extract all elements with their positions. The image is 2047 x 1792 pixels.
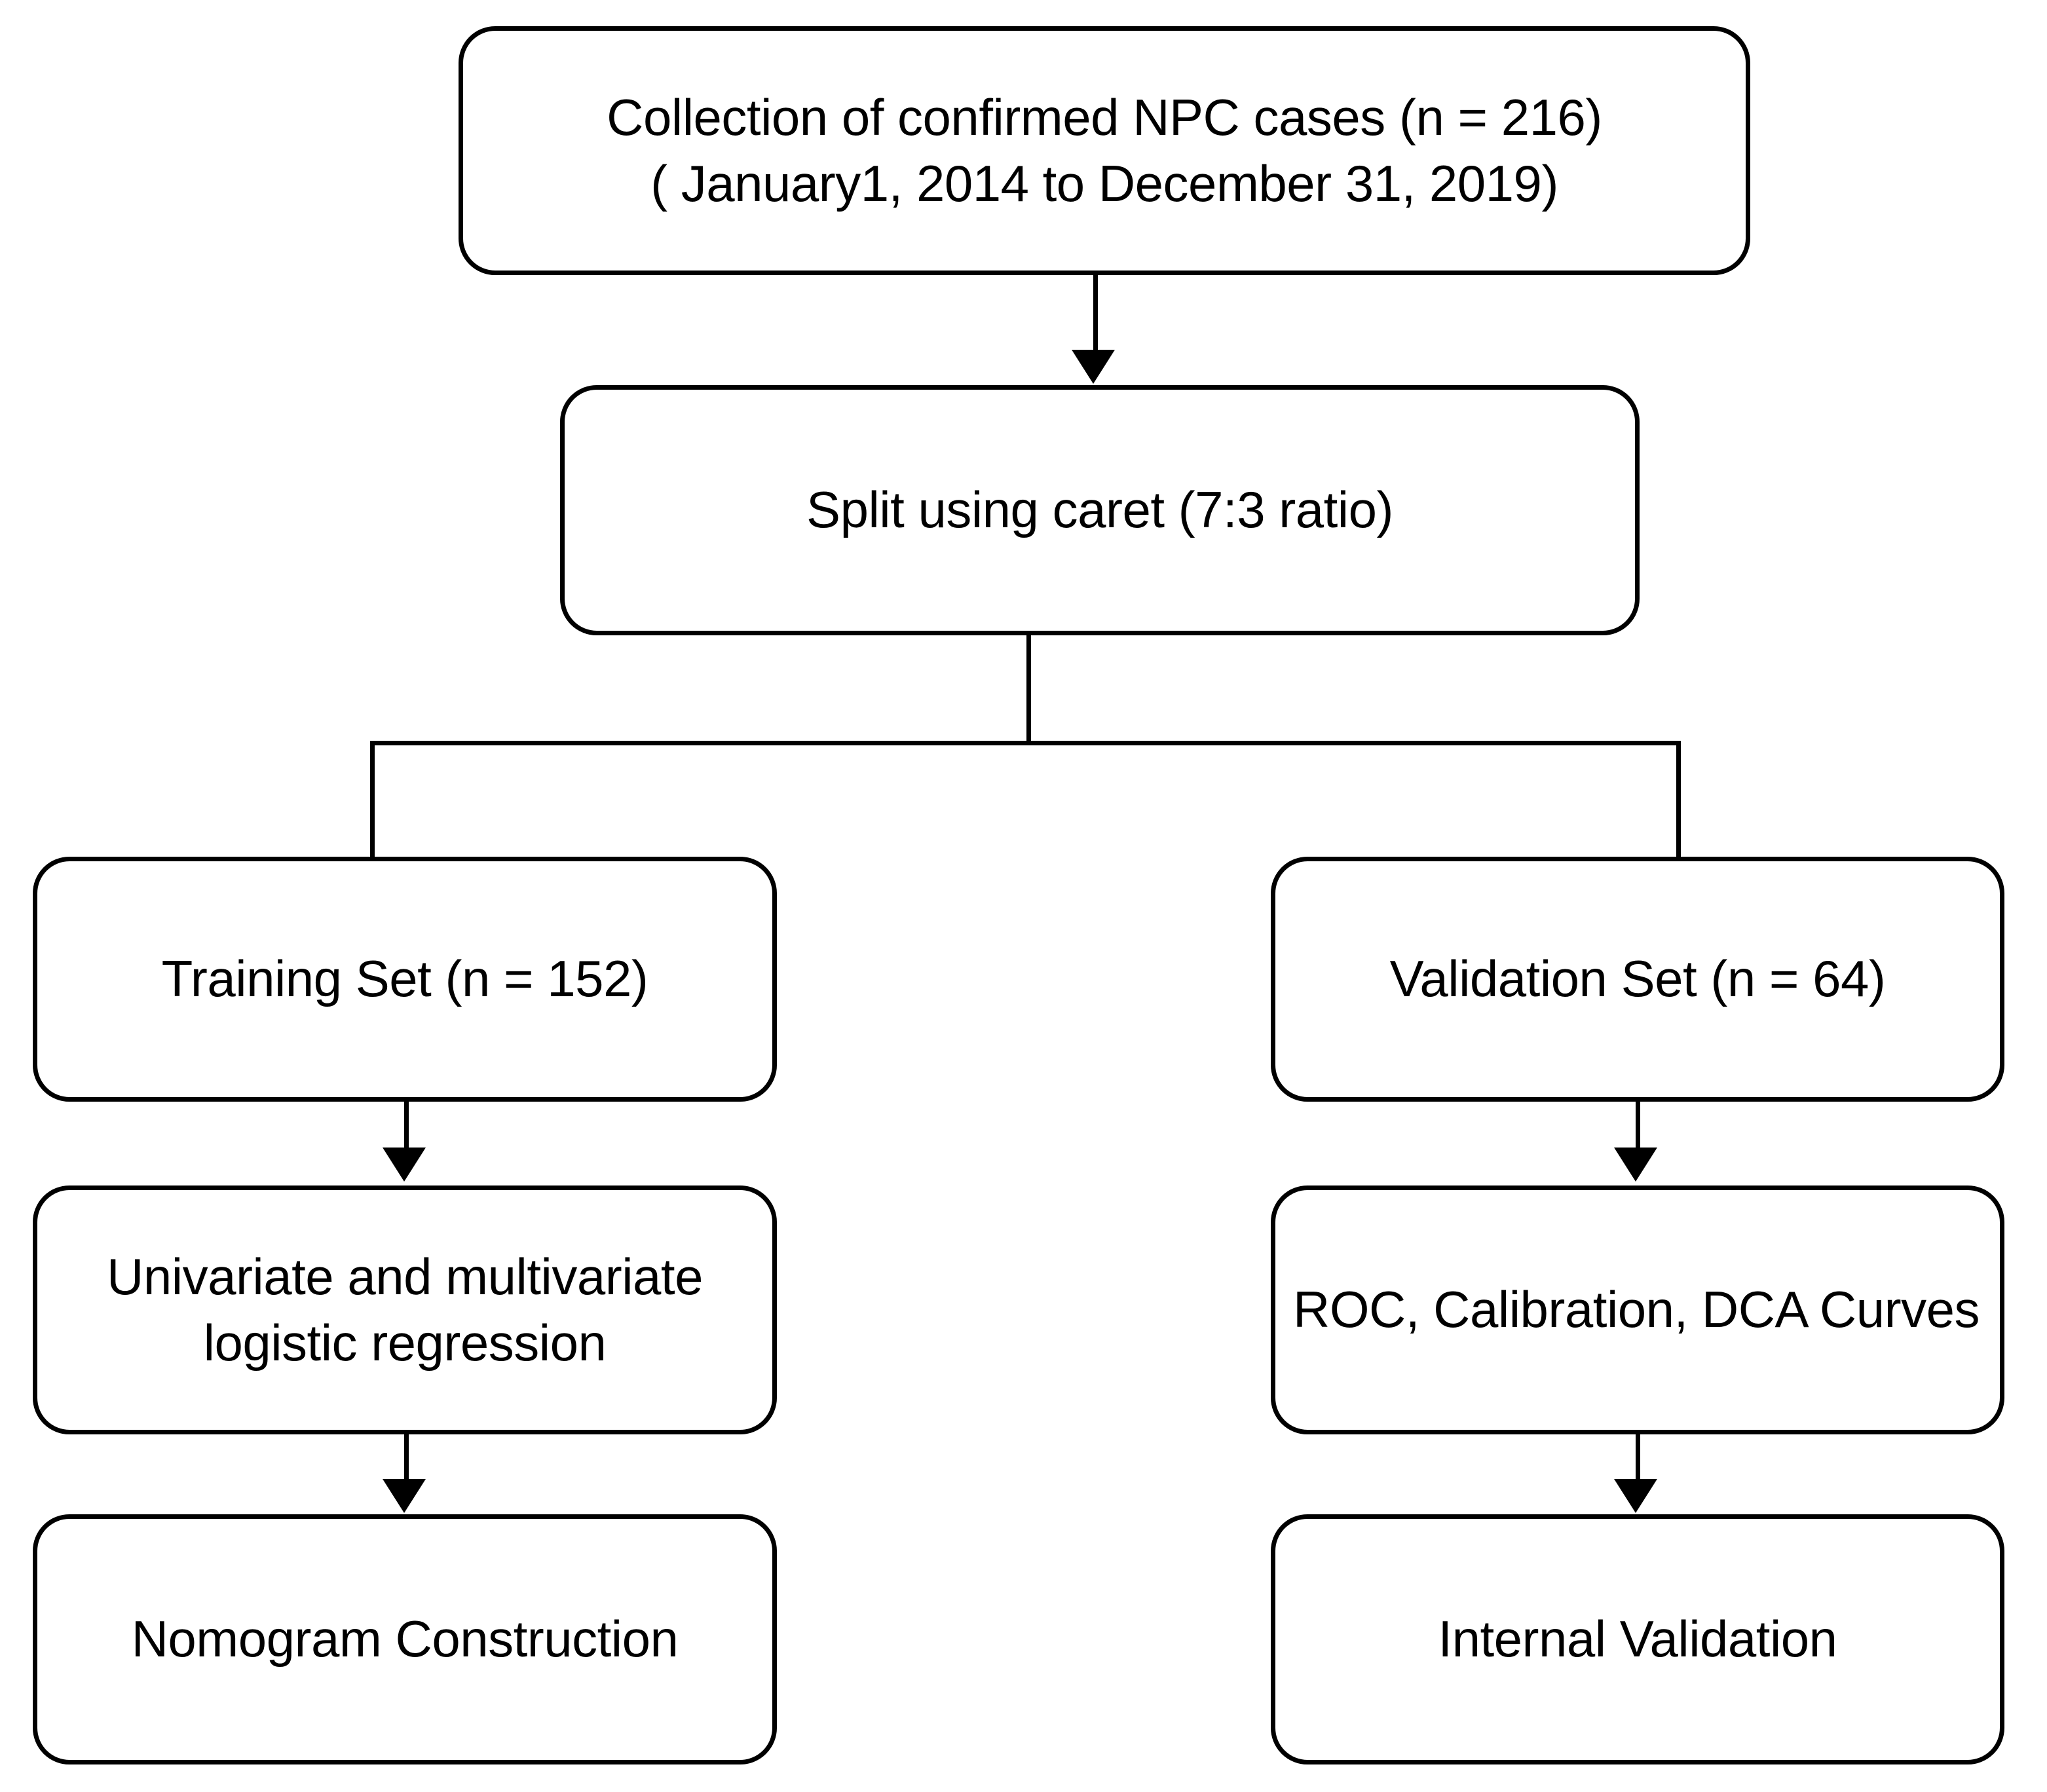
connector-curves-to-internal-line [1636, 1432, 1640, 1484]
node-validation-set: Validation Set (n = 64) [1271, 857, 2004, 1102]
node-training-label: Training Set (n = 152) [161, 950, 648, 1008]
node-curves-label: ROC, Calibration, DCA Curves [1293, 1280, 1980, 1339]
node-split-label: Split using caret (7:3 ratio) [806, 481, 1393, 539]
node-collection-label: Collection of confirmed NPC cases (n = 2… [607, 88, 1602, 212]
node-collection-of-cases: Collection of confirmed NPC cases (n = 2… [459, 26, 1750, 275]
arrowhead-regression-to-nomogram [383, 1479, 426, 1513]
connector-split-stem [1026, 633, 1031, 745]
node-validation-label: Validation Set (n = 64) [1389, 950, 1886, 1008]
arrowhead-validation-to-curves [1614, 1148, 1657, 1182]
node-split-using-caret: Split using caret (7:3 ratio) [560, 385, 1640, 635]
node-nomogram-label: Nomogram Construction [131, 1610, 679, 1668]
node-internal-label: Internal Validation [1438, 1610, 1837, 1668]
node-training-set: Training Set (n = 152) [33, 857, 777, 1102]
node-roc-calibration-dca-curves: ROC, Calibration, DCA Curves [1271, 1185, 2004, 1434]
arrowhead-training-to-regression [383, 1148, 426, 1182]
connector-training-to-regression-line [404, 1099, 409, 1151]
node-logistic-regression: Univariate and multivariate logistic reg… [33, 1185, 777, 1434]
node-nomogram-construction: Nomogram Construction [33, 1514, 777, 1764]
connector-split-drop-right [1676, 741, 1681, 860]
connector-regression-to-nomogram-line [404, 1432, 409, 1484]
node-regression-label: Univariate and multivariate logistic reg… [107, 1247, 703, 1372]
connector-collection-to-split-line [1093, 272, 1098, 354]
arrowhead-curves-to-internal [1614, 1479, 1657, 1513]
connector-split-horizontal-bar [370, 741, 1681, 745]
arrowhead-collection-to-split [1072, 350, 1115, 384]
connector-split-drop-left [370, 741, 375, 860]
node-internal-validation: Internal Validation [1271, 1514, 2004, 1764]
connector-validation-to-curves-line [1636, 1099, 1640, 1151]
